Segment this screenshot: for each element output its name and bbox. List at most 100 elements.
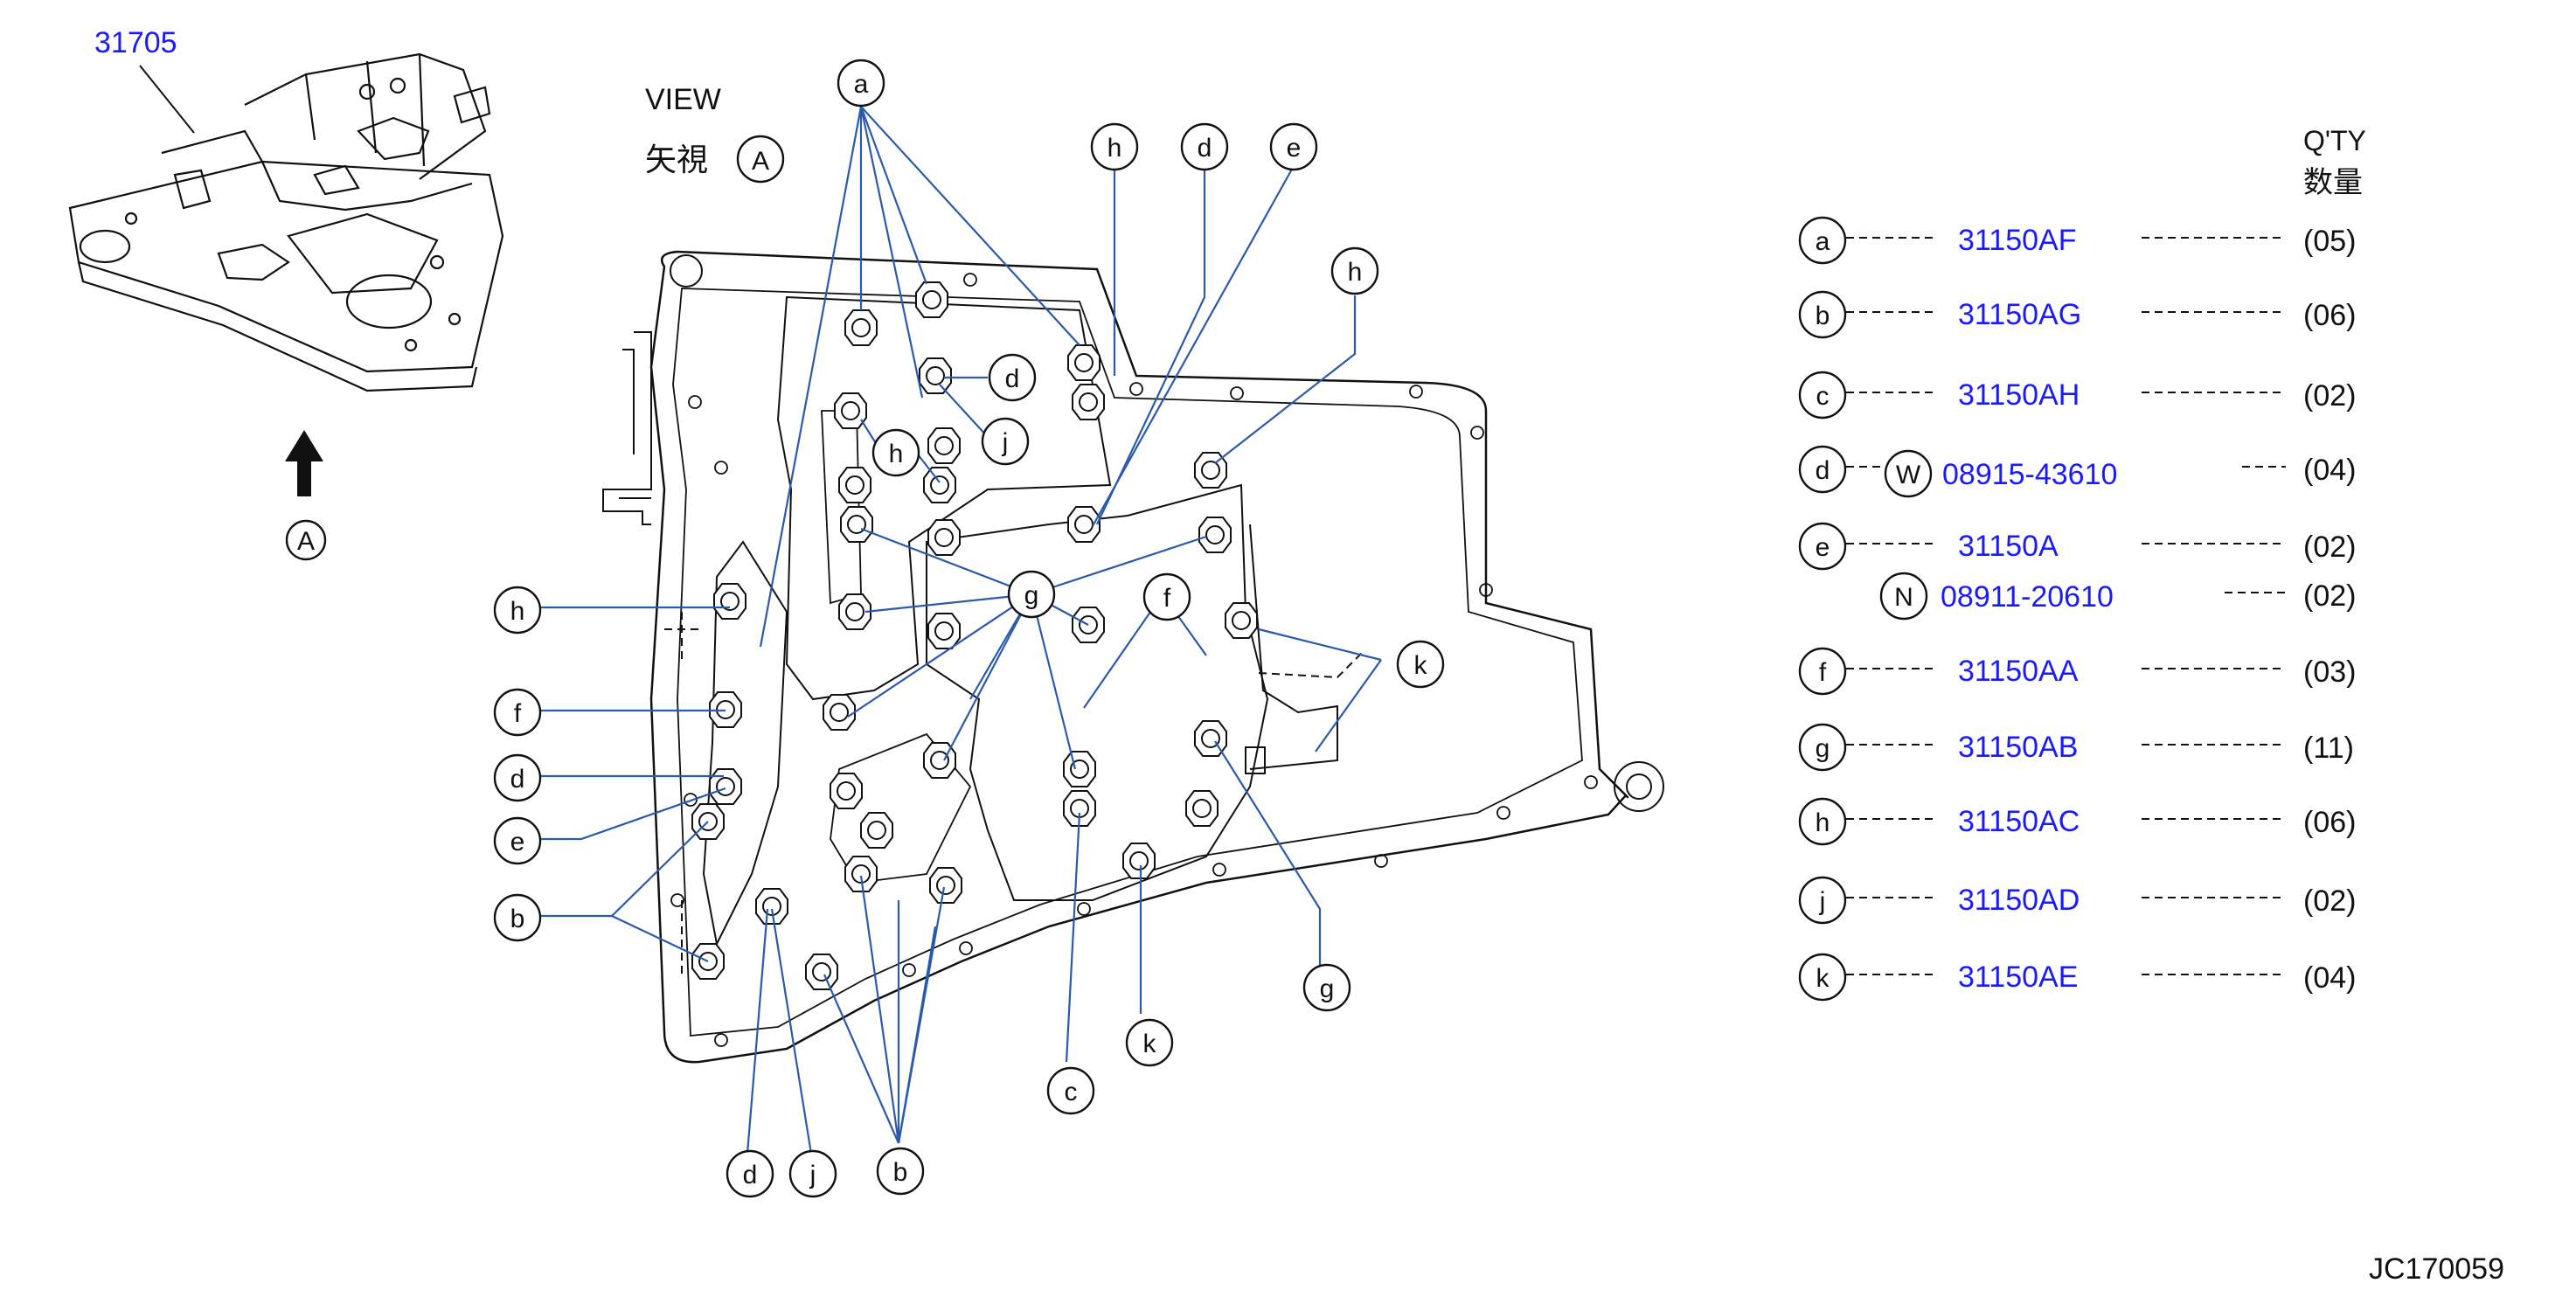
callout-j: j [981, 417, 1030, 466]
svg-text:h: h [1107, 134, 1122, 163]
svg-text:j: j [1002, 428, 1009, 457]
bolt-heads [691, 281, 1258, 990]
svg-text:g: g [1320, 974, 1335, 1003]
svg-text:c: c [1065, 1078, 1078, 1106]
svg-text:h: h [889, 440, 904, 468]
svg-text:a: a [854, 70, 869, 99]
callout-h: h [1090, 122, 1139, 171]
figure-code: JC170059 [2369, 1252, 2504, 1286]
callout-f: f [493, 688, 542, 737]
callout-e: e [1269, 122, 1318, 171]
svg-text:d: d [1005, 364, 1020, 393]
view-label: VIEW 矢視 A [645, 83, 785, 184]
svg-text:h: h [1348, 258, 1363, 287]
parts-row: a 31150AF (05) [1798, 216, 2356, 265]
part-number: 31150AB [1958, 731, 2078, 764]
parts-table: Q'TY 数量 a 31150AF (05) b 31150AG (06) c … [1798, 125, 2366, 1002]
callout-j: j [788, 1149, 837, 1198]
part-qty: (04) [2303, 454, 2356, 487]
svg-text:b: b [1816, 302, 1830, 330]
assembly-part-number: 31705 [94, 26, 177, 59]
view-title-en: VIEW [645, 83, 721, 116]
part-number: 31150AD [1958, 884, 2080, 917]
part-number: 08915-43610 [1942, 458, 2117, 491]
parts-row: g 31150AB (11) [1798, 723, 2354, 772]
callout-h: h [871, 428, 920, 477]
part-number: 08911-20610 [1941, 580, 2114, 614]
svg-text:d: d [510, 765, 525, 794]
svg-text:d: d [1816, 456, 1830, 485]
callout-d: d [1180, 122, 1229, 171]
callout-h: h [1330, 246, 1379, 295]
part-qty: (02) [2303, 884, 2356, 918]
part-number: 31150AG [1958, 298, 2081, 331]
part-number: 31150AA [1958, 655, 2079, 688]
view-title-jp: 矢視 [645, 142, 708, 177]
svg-text:f: f [514, 699, 522, 728]
part-qty: (06) [2303, 299, 2356, 332]
part-qty: (06) [2303, 806, 2356, 839]
part-number: 31150AF [1958, 224, 2076, 257]
part-number: 31150AH [1958, 378, 2080, 412]
svg-text:d: d [743, 1161, 758, 1189]
parts-row: k 31150AE (04) [1798, 953, 2356, 1002]
callout-d: d [726, 1149, 774, 1198]
svg-text:k: k [1143, 1030, 1157, 1058]
svg-text:a: a [1816, 227, 1830, 256]
svg-text:N: N [1894, 583, 1913, 612]
parts-row: c 31150AH (02) [1798, 371, 2356, 420]
part-qty: (05) [2303, 225, 2356, 258]
svg-text:e: e [1816, 533, 1830, 562]
callout-e: e [493, 816, 542, 865]
svg-text:W: W [1896, 461, 1921, 489]
qty-header-en: Q'TY [2303, 125, 2366, 156]
diagram-callouts: a h d e h d j h g f k h f d e b g c k d … [493, 59, 1445, 1198]
callout-b: b [876, 1147, 925, 1196]
parts-row: b 31150AG (06) [1798, 290, 2356, 339]
parts-row: j 31150AD (02) [1798, 876, 2356, 925]
svg-text:e: e [1287, 134, 1302, 163]
callout-d: d [493, 753, 542, 802]
svg-text:k: k [1414, 651, 1428, 680]
callout-d: d [988, 353, 1037, 402]
part-qty: (11) [2303, 732, 2354, 765]
svg-text:k: k [1816, 964, 1830, 993]
view-direction-arrow: A [285, 430, 327, 561]
arrow-marker-label: A [297, 527, 315, 556]
callout-k: k [1396, 640, 1445, 689]
svg-text:g: g [1024, 581, 1039, 610]
svg-text:j: j [809, 1161, 816, 1189]
svg-text:h: h [1816, 808, 1830, 837]
svg-text:d: d [1198, 134, 1212, 163]
svg-text:j: j [1819, 887, 1826, 916]
parts-row: d W 08915-43610 (04) [1798, 445, 2356, 498]
parts-row: e 31150A (02) [1798, 522, 2356, 571]
qty-header-jp: 数量 [2303, 166, 2363, 199]
part-qty: (02) [2303, 379, 2356, 413]
svg-text:f: f [1819, 658, 1827, 687]
parts-row: f 31150AA (03) [1798, 647, 2356, 696]
svg-text:c: c [1816, 382, 1830, 411]
view-marker: A [752, 147, 769, 176]
callout-k: k [1125, 1018, 1174, 1067]
callout-g: g [1007, 570, 1056, 619]
part-qty: (02) [2303, 531, 2356, 564]
callout-c: c [1046, 1066, 1095, 1115]
svg-text:b: b [510, 905, 525, 933]
parts-row: h 31150AC (06) [1798, 797, 2356, 846]
callout-g: g [1302, 963, 1351, 1012]
callout-b: b [493, 893, 542, 942]
callout-h: h [493, 586, 542, 635]
valve-body-plan [602, 250, 1664, 1064]
callout-f: f [1142, 572, 1191, 621]
svg-text:h: h [510, 597, 525, 626]
valve-body-assembly-illustration: 31705 [68, 26, 504, 392]
parts-row: N 08911-20610 (02) [1879, 572, 2356, 621]
part-number: 31150A [1958, 530, 2059, 563]
callout-a: a [837, 59, 885, 108]
svg-text:f: f [1163, 584, 1171, 613]
part-qty: (03) [2303, 655, 2356, 689]
svg-text:b: b [893, 1158, 908, 1187]
svg-text:e: e [510, 828, 525, 857]
part-number: 31150AC [1958, 805, 2080, 838]
